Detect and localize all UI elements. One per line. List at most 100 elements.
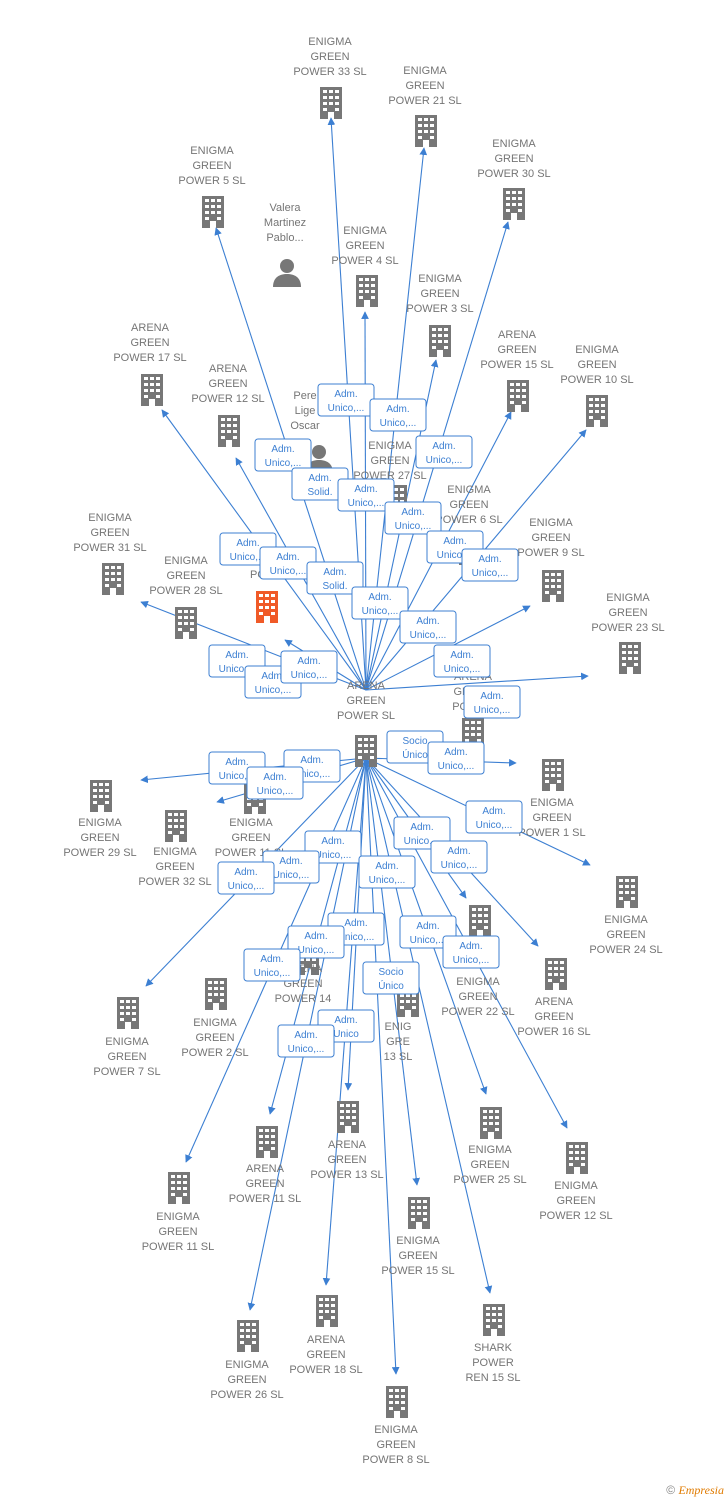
edge-label-box[interactable]: Adm.Unico,...	[399, 915, 457, 949]
edge-label-text: Adm.	[416, 921, 439, 932]
building-icon[interactable]	[175, 607, 197, 639]
edge-label-text: Unico,...	[453, 955, 490, 966]
building-icon[interactable]	[237, 1320, 259, 1352]
edge-label-box[interactable]: Adm.Solid.	[306, 561, 364, 595]
edge-label-text: Solid.	[307, 487, 332, 498]
building-icon[interactable]	[386, 1386, 408, 1418]
edge-label-text: Adm.	[459, 941, 482, 952]
edge-label-text: Socio	[378, 967, 403, 978]
edge-label-box[interactable]: Adm.Unico,...	[463, 685, 521, 719]
person-icon[interactable]	[273, 259, 301, 287]
edge-label-text: Adm.	[368, 592, 391, 603]
edge-label-text: Adm.	[321, 836, 344, 847]
building-icon[interactable]	[202, 196, 224, 228]
building-icon[interactable]	[117, 997, 139, 1029]
building-icon[interactable]	[483, 1304, 505, 1336]
building-icon[interactable]	[415, 115, 437, 147]
edge-label-box[interactable]: Adm.Unico,...	[384, 501, 442, 535]
edge-label-text: Adm.	[443, 536, 466, 547]
edge-label-box[interactable]: Adm.Unico,...	[415, 435, 473, 469]
building-icon[interactable]	[168, 1172, 190, 1204]
edge-label-box[interactable]: Adm.Unico,...	[280, 650, 338, 684]
edge-label-text: Adm.	[260, 954, 283, 965]
edge-label-text: Unico,...	[255, 685, 292, 696]
edge-label-text: Unico	[333, 1029, 359, 1040]
building-icon[interactable]	[480, 1107, 502, 1139]
edge-label-text: Unico,...	[254, 968, 291, 979]
edge-label-text: Adm.	[271, 444, 294, 455]
edge-label-text: Unico,...	[298, 945, 335, 956]
edge-label-box[interactable]: Adm.Unico,...	[351, 586, 409, 620]
building-icon[interactable]	[141, 374, 163, 406]
building-icon[interactable]	[316, 1295, 338, 1327]
building-icon[interactable]	[102, 563, 124, 595]
brand-name[interactable]: Empresia	[678, 1483, 724, 1497]
edge-label-text: Unico,...	[219, 771, 256, 782]
edge-label-box[interactable]: Adm.Unico,...	[369, 398, 427, 432]
edge-label-box[interactable]: Adm.Solid.	[291, 467, 349, 501]
edge-label-text: Unico,...	[328, 403, 365, 414]
edge-label-box[interactable]: Adm.Unico,...	[277, 1024, 335, 1058]
building-icon[interactable]	[256, 1126, 278, 1158]
building-icon[interactable]	[165, 810, 187, 842]
building-icon[interactable]	[586, 395, 608, 427]
edge-label-box[interactable]: Adm.Unico,...	[246, 766, 304, 800]
edge-label-box[interactable]: Adm.Unico,...	[254, 438, 312, 472]
edge-label-box[interactable]: Adm.Unico,...	[433, 644, 491, 678]
building-icon[interactable]	[616, 876, 638, 908]
building-icon[interactable]	[503, 188, 525, 220]
edge-label-box[interactable]: Adm.Unico,...	[317, 383, 375, 417]
building-icon[interactable]	[507, 380, 529, 412]
building-icon[interactable]	[256, 591, 278, 623]
edge-label-box[interactable]: Adm.Unico,...	[461, 548, 519, 582]
building-icon[interactable]	[205, 978, 227, 1010]
edge-label-text: Adm.	[386, 404, 409, 415]
building-icon[interactable]	[542, 570, 564, 602]
building-icon[interactable]	[337, 1101, 359, 1133]
edge-label-box[interactable]: Adm.Unico,...	[337, 478, 395, 512]
edge-label-box[interactable]: Adm.Unico,...	[427, 741, 485, 775]
edge-label-box[interactable]: Adm.Unico,...	[217, 861, 275, 895]
building-icon[interactable]	[566, 1142, 588, 1174]
edge-label-text: Unico,...	[410, 630, 447, 641]
building-icon[interactable]	[218, 415, 240, 447]
edge-label-text: Unico,...	[270, 566, 307, 577]
edge-label-text: Adm.	[344, 918, 367, 929]
building-icon[interactable]	[429, 325, 451, 357]
building-icon[interactable]	[545, 958, 567, 990]
building-icon[interactable]	[320, 87, 342, 119]
edge-label-box[interactable]: Adm. Unico,...	[442, 935, 500, 969]
edge-label-text: Adm.	[236, 538, 259, 549]
building-icon[interactable]	[90, 780, 112, 812]
building-icon[interactable]	[469, 905, 491, 937]
edge-label-box[interactable]: Adm.Unico,...	[430, 840, 488, 874]
edge-label-box[interactable]: Adm.Unico,...	[465, 800, 523, 834]
edge-label-box[interactable]: Adm.Unico,...	[287, 925, 345, 959]
building-icon[interactable]	[542, 759, 564, 791]
edge-label-text: Adm.	[334, 1015, 357, 1026]
edge-label-text: Único	[402, 748, 428, 761]
edge-label-text: Adm.	[410, 822, 433, 833]
building-icon[interactable]	[356, 275, 378, 307]
edge-label-text: Adm.	[416, 616, 439, 627]
building-icon[interactable]	[408, 1197, 430, 1229]
edge-label-box[interactable]: Adm.Unico,...	[358, 855, 416, 889]
building-icon[interactable]	[619, 642, 641, 674]
edge-label-text: Unico,...	[426, 455, 463, 466]
edge-label-box[interactable]: Adm. Unico,...	[243, 948, 301, 982]
edge-label-text: Solid.	[322, 581, 347, 592]
edge-label-box[interactable]: Adm. Unico,...	[399, 610, 457, 644]
